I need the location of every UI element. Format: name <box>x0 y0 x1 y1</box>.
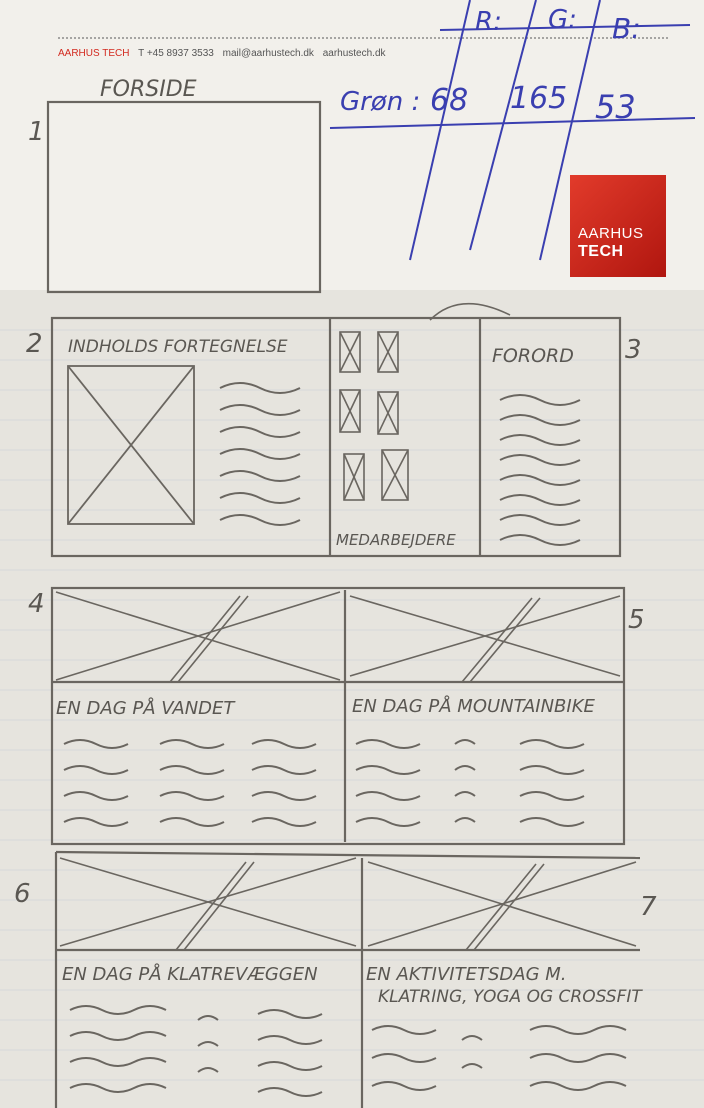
page-number-5: 5 <box>628 605 645 635</box>
letterhead-brand: AARHUS TECH <box>58 48 130 59</box>
letterhead: AARHUS TECH T +45 8937 3533 mail@aarhust… <box>58 48 392 59</box>
label-aktivitet-line1: EN AKTIVITETSDAG M. <box>366 964 567 985</box>
label-vandet: EN DAG PÅ VANDET <box>56 697 236 719</box>
tally-header-g: G: <box>548 5 577 35</box>
label-aktivitet-line2: KLATRING, YOGA OG CROSSFIT <box>378 987 643 1007</box>
letterhead-mail: mail@aarhustech.dk <box>223 48 314 59</box>
page-number-3: 3 <box>625 335 642 365</box>
label-forside: FORSIDE <box>100 77 197 102</box>
tally-header-b: B: <box>612 12 641 45</box>
tally-value-r: 68 <box>430 83 468 118</box>
label-medarbejdere: MEDARBEJDERE <box>336 531 456 549</box>
tally-header-r: R: <box>475 7 502 37</box>
tally-value-b: 53 <box>595 88 636 126</box>
label-mountainbike: EN DAG PÅ MOUNTAINBIKE <box>352 695 596 717</box>
aarhus-tech-logo: AARHUS TECH <box>570 175 666 277</box>
logo-line-1: AARHUS <box>578 225 644 242</box>
page-number-2: 2 <box>26 329 43 359</box>
letterhead-phone: T +45 8937 3533 <box>138 48 214 59</box>
tally-value-g: 165 <box>510 81 567 116</box>
label-indholds: INDHOLDS FORTEGNELSE <box>68 337 288 357</box>
page-number-4: 4 <box>28 589 45 619</box>
label-klatrevaeggen: EN DAG PÅ KLATREVÆGGEN <box>62 963 318 985</box>
tally-row-label: Grøn : <box>340 87 420 117</box>
logo-line-2: TECH <box>578 243 624 261</box>
letterhead-web: aarhustech.dk <box>323 48 386 59</box>
label-forord: FORORD <box>492 345 574 367</box>
page-number-1: 1 <box>28 117 45 147</box>
page-number-7: 7 <box>640 892 657 922</box>
page-number-6: 6 <box>14 879 31 909</box>
